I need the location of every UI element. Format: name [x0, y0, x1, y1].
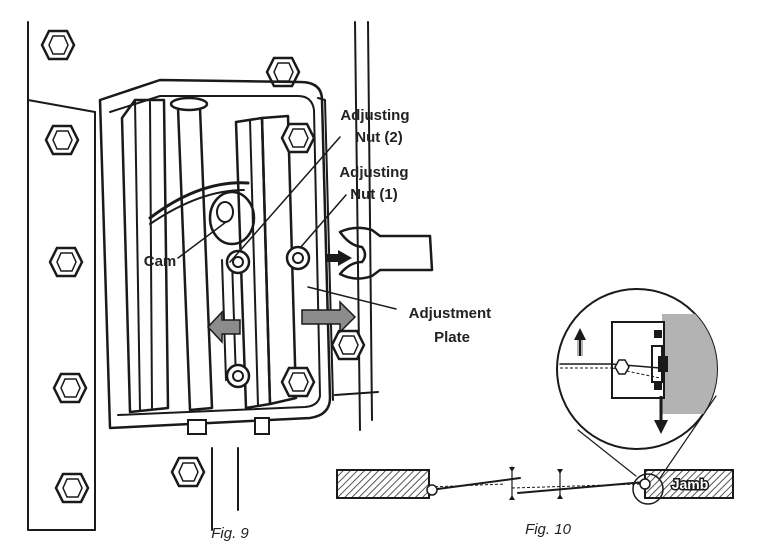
fig-10: Jamb — [336, 288, 734, 538]
gap-marker — [511, 466, 561, 499]
label-adjusting-nut-1: Adjusting Nut (1) — [339, 164, 412, 203]
hinge-barrel — [120, 98, 170, 414]
label-cam: Cam — [144, 253, 177, 270]
label-adjustment-plate: Adjustment Plate — [409, 305, 496, 346]
jamb-shadow — [662, 314, 717, 414]
leader-plate — [307, 286, 397, 310]
caption-fig-9: Fig. 9 — [211, 525, 249, 542]
jamb-bottom — [334, 391, 379, 396]
fig-9: Adjusting Nut (2) Adjusting Nut (1) Cam … — [27, 21, 496, 542]
jamb-edge — [354, 21, 373, 431]
wrench-icon — [338, 226, 434, 280]
slide-arrow-icon — [301, 300, 357, 334]
door-leaf — [517, 481, 646, 494]
hinge-pin — [176, 106, 214, 412]
leader-cam — [177, 221, 227, 259]
caption-fig-10: Fig. 10 — [525, 521, 572, 538]
panel-seam — [211, 447, 239, 531]
push-arrow-icon — [326, 250, 352, 266]
label-adjusting-nut-2: Adjusting Nut (2) — [340, 107, 413, 146]
door-panel-top — [27, 99, 96, 113]
rotation-arrow-icon — [654, 420, 668, 434]
door-panel-edge — [27, 21, 96, 531]
bottom-bolt — [187, 419, 207, 435]
slide-arrow-icon — [206, 310, 241, 344]
leader-nut-1 — [299, 194, 347, 249]
leader-nut-2 — [229, 136, 341, 263]
wall-left — [336, 469, 430, 499]
channel-right — [260, 114, 298, 406]
bottom-bolt — [254, 417, 270, 435]
label-jamb: Jamb — [672, 476, 709, 492]
detail-marker — [632, 473, 664, 505]
rotation-arrow-icon — [574, 328, 586, 340]
hinge-bracket — [98, 78, 332, 430]
door-leaf — [429, 477, 521, 491]
